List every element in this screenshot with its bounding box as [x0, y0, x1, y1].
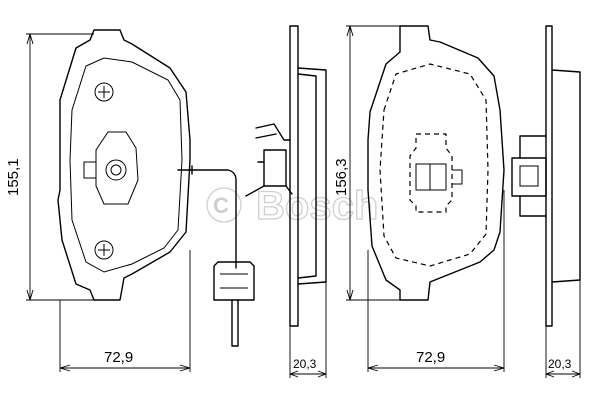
left-thickness-label: 20,3 — [293, 357, 317, 371]
bosch-watermark: C Bosch — [206, 183, 379, 229]
left-pad-side-view: 20,3 — [245, 25, 327, 378]
right-width-label: 72,9 — [416, 349, 445, 366]
right-pad-side-view: 20,3 — [511, 25, 581, 378]
svg-text:C: C — [213, 193, 229, 218]
right-thickness-label: 20,3 — [548, 357, 572, 371]
left-height-label: 155,1 — [5, 158, 22, 196]
watermark-text: Bosch — [256, 184, 378, 228]
left-pad-front-view: 155,1 72,9 — [5, 29, 255, 372]
left-width-label: 72,9 — [104, 349, 133, 366]
right-pad-front-view: 156,3 72,9 — [333, 25, 505, 372]
right-height-label: 156,3 — [333, 158, 350, 196]
